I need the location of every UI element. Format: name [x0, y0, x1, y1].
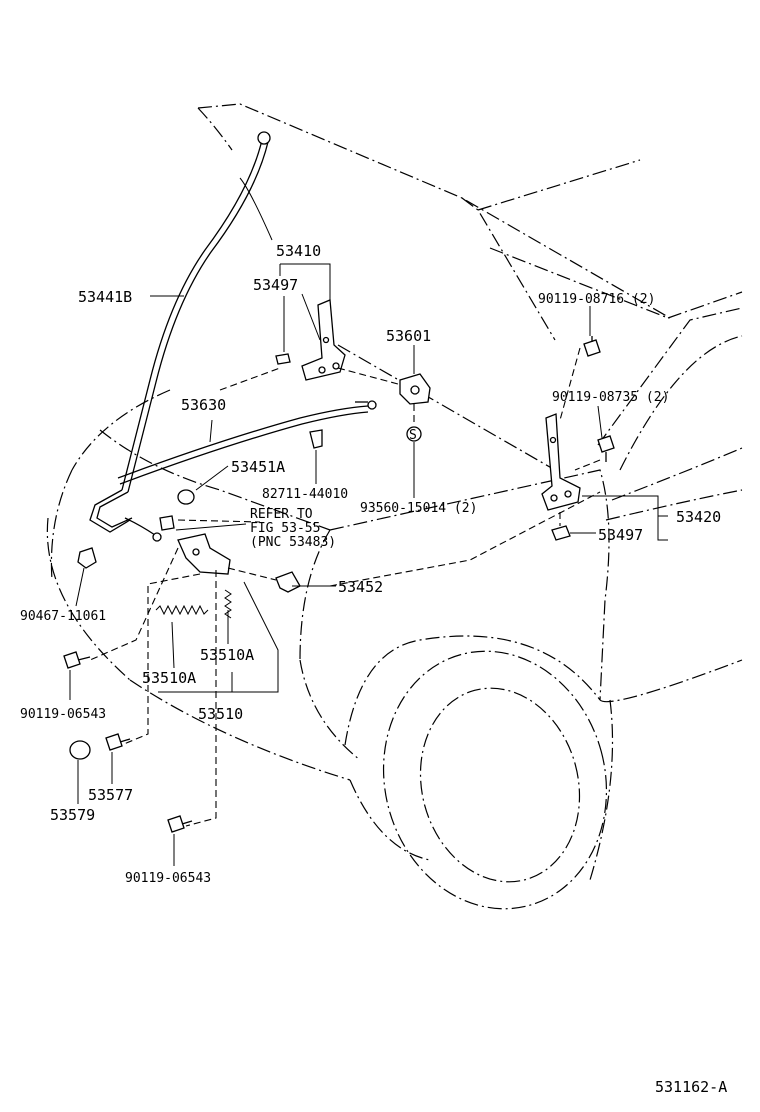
label-53630: 53630 — [181, 396, 226, 414]
label-53497-top: 53497 — [253, 276, 298, 294]
label-90119-08735: 90119-08735 (2) — [552, 390, 669, 405]
hood-hinge-right — [541, 413, 581, 511]
hood-hinge-left — [301, 299, 346, 381]
label-refer-to: REFER TO — [250, 507, 313, 522]
label-53510: 53510 — [198, 705, 243, 723]
label-53601: 53601 — [386, 327, 431, 345]
hood-lock-parts: S — [63, 336, 615, 833]
label-90119-06543-a: 90119-06543 — [20, 707, 106, 722]
installation-dash-lines — [89, 347, 601, 827]
leader-lines — [69, 177, 668, 866]
label-53510a-right: 53510A — [200, 646, 254, 664]
hood-support-rod — [89, 131, 271, 533]
label-53579: 53579 — [50, 806, 95, 824]
label-82711-44010: 82711-44010 — [262, 487, 348, 502]
label-90467-11061: 90467-11061 — [20, 609, 106, 624]
label-53420: 53420 — [676, 508, 721, 526]
label-53452: 53452 — [338, 578, 383, 596]
s-mark: S — [409, 428, 417, 443]
label-53577: 53577 — [88, 786, 133, 804]
label-53510a-left: 53510A — [142, 669, 196, 687]
figure-id: 531162-A — [655, 1078, 727, 1096]
label-refer-fig: FIG 53-55 — [250, 521, 320, 536]
hood-release-cable — [117, 400, 377, 542]
vehicle-outline — [46, 103, 743, 910]
label-53410: 53410 — [276, 242, 321, 260]
label-90119-06543-b: 90119-06543 — [125, 871, 211, 886]
label-53441b: 53441B — [78, 288, 132, 306]
label-refer-pnc: (PNC 53483) — [250, 535, 336, 550]
label-53497-right: 53497 — [598, 526, 643, 544]
label-90119-08716: 90119-08716 (2) — [538, 292, 655, 307]
part-labels: 53410 53441B 53497 53601 90119-08716 (2)… — [20, 242, 727, 1096]
label-93560-15014: 93560-15014 (2) — [360, 501, 477, 516]
label-53451a: 53451A — [231, 458, 285, 476]
